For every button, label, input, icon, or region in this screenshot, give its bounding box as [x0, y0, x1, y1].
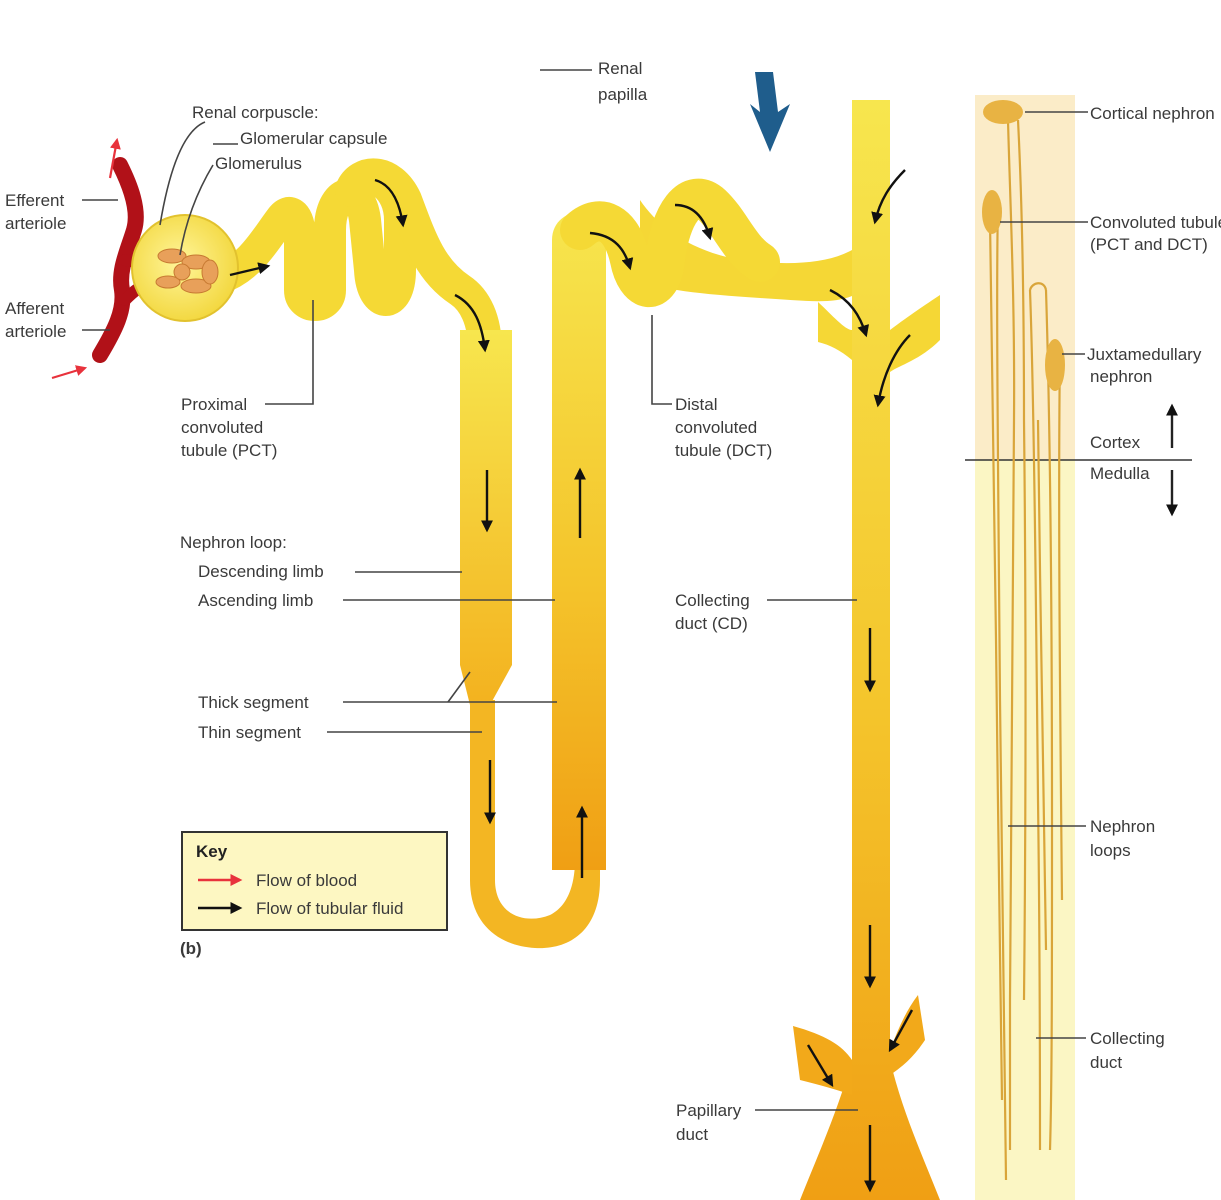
dct-label: Distal — [675, 395, 718, 414]
convoluted-tubules-label-2: (PCT and DCT) — [1090, 235, 1208, 254]
mini-nephrons — [988, 119, 1064, 1181]
nephron-loops-label: Nephron — [1090, 817, 1155, 836]
leader-lines — [82, 121, 858, 1111]
key-fluid-label: Flow of tubular fluid — [256, 899, 403, 918]
pct-label: Proximal — [181, 395, 247, 414]
medulla-label: Medulla — [1090, 464, 1150, 483]
renal-corpuscle — [51, 137, 239, 380]
glomeruli-tufts — [982, 100, 1065, 391]
collecting-duct-label: Collecting — [675, 591, 750, 610]
convoluted-tubules-label: Convoluted tubules — [1090, 213, 1221, 232]
collecting-duct — [640, 100, 940, 1200]
papillary-duct-label: Papillary — [676, 1101, 742, 1120]
key-title: Key — [196, 842, 228, 861]
efferent-arteriole-label: Efferent — [5, 191, 65, 210]
side-collecting-duct-label: Collecting — [1090, 1029, 1165, 1048]
nephron-loops-label-2: loops — [1090, 841, 1131, 860]
kidney-section-inset: Cortical nephron Convoluted tubules (PCT… — [965, 95, 1221, 1200]
juxtamedullary-label-2: nephron — [1090, 367, 1152, 386]
glomerular-capsule-label: Glomerular capsule — [240, 129, 387, 148]
glomerulus-capillaries — [155, 248, 219, 294]
efferent-arteriole-label-2: arteriole — [5, 214, 66, 233]
afferent-arteriole-label-2: arteriole — [5, 322, 66, 341]
cortex-label: Cortex — [1090, 433, 1141, 452]
renal-corpuscle-label: Renal corpuscle: — [192, 103, 319, 122]
nephron-tubule — [204, 158, 780, 949]
pct-label-3: tubule (PCT) — [181, 441, 277, 460]
glomerulus-label: Glomerulus — [215, 154, 302, 173]
juxtamedullary-label: Juxtamedullary — [1087, 345, 1202, 364]
renal-papilla-label: Renal — [598, 59, 642, 78]
cortical-nephron-label: Cortical nephron — [1090, 104, 1215, 123]
collecting-duct-label-2: duct (CD) — [675, 614, 748, 633]
key-blood-label: Flow of blood — [256, 871, 357, 890]
flow-arrows — [229, 169, 914, 1193]
ascending-limb-label: Ascending limb — [198, 591, 313, 610]
nephron-loop-label: Nephron loop: — [180, 533, 287, 552]
dct-label-2: convoluted — [675, 418, 757, 437]
thick-segment-label: Thick segment — [198, 693, 309, 712]
papillary-duct-label-2: duct — [676, 1125, 708, 1144]
key-legend: Key Flow of blood Flow of tubular fluid — [181, 831, 448, 931]
side-collecting-duct-label-2: duct — [1090, 1053, 1122, 1072]
thin-segment-label: Thin segment — [198, 723, 301, 742]
descending-limb-label: Descending limb — [198, 562, 324, 581]
labels: Renal corpuscle: Glomerular capsule Glom… — [5, 103, 772, 1144]
afferent-arteriole-label: Afferent — [5, 299, 65, 318]
panel-label: (b) — [180, 939, 202, 958]
dct-label-3: tubule (DCT) — [675, 441, 772, 460]
renal-papilla-label-2: papilla — [598, 85, 648, 104]
blue-arrow — [750, 72, 790, 152]
pct-label-2: convoluted — [181, 418, 263, 437]
